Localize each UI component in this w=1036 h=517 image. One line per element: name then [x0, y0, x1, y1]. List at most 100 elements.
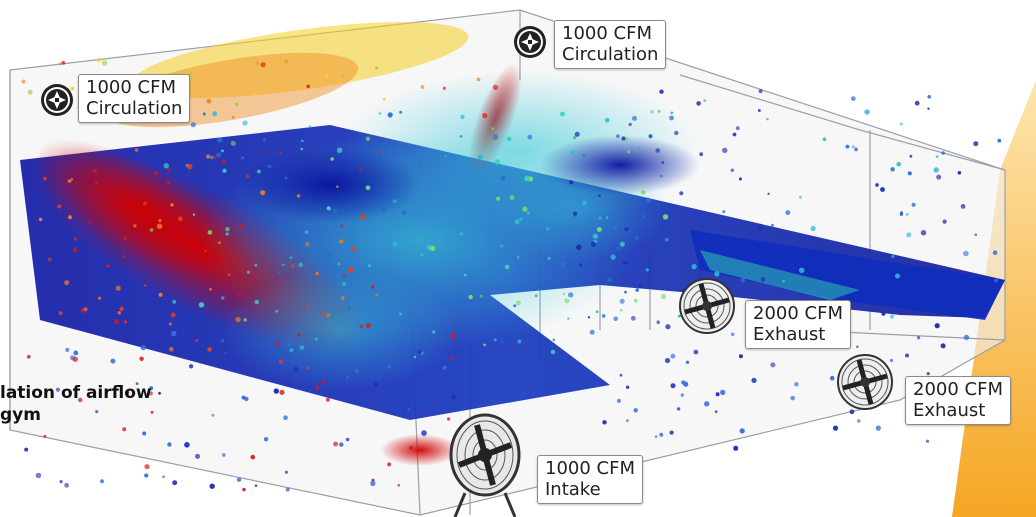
particle — [468, 294, 473, 300]
label-flow-rate: 1000 CFM — [545, 458, 635, 479]
particle — [451, 394, 456, 400]
particle — [564, 298, 570, 304]
particle — [590, 241, 597, 248]
particle — [907, 171, 912, 176]
particle — [568, 292, 574, 298]
particle — [735, 126, 740, 131]
particle — [216, 152, 222, 158]
particle — [519, 265, 523, 269]
particle — [514, 219, 520, 225]
particle — [235, 102, 239, 107]
particle — [771, 223, 774, 227]
particle — [493, 338, 497, 342]
particle — [864, 109, 870, 115]
particle — [35, 472, 42, 479]
particle — [782, 279, 785, 283]
particle — [59, 480, 63, 484]
particle — [596, 227, 602, 232]
particle — [732, 132, 737, 137]
particle — [243, 318, 247, 322]
particle — [163, 163, 169, 169]
particle — [225, 232, 229, 236]
particle — [691, 264, 697, 270]
particle — [238, 223, 243, 229]
particle — [757, 225, 764, 231]
particle — [573, 216, 577, 219]
particle — [287, 382, 290, 386]
particle — [57, 204, 62, 209]
particle — [527, 134, 533, 140]
particle — [917, 336, 921, 340]
particle — [330, 157, 334, 161]
particle — [738, 354, 743, 359]
particle — [117, 311, 121, 315]
particle — [358, 167, 363, 172]
particle — [246, 174, 250, 178]
particle — [139, 356, 144, 361]
particle — [170, 203, 174, 207]
particle — [278, 151, 283, 155]
particle — [459, 232, 463, 236]
particle — [424, 411, 427, 415]
particle — [325, 282, 329, 286]
particle — [676, 407, 681, 411]
particle — [144, 284, 147, 287]
particle — [321, 312, 327, 317]
particle — [231, 115, 235, 119]
particle — [516, 255, 520, 259]
particle — [58, 62, 62, 66]
particle — [587, 178, 591, 181]
particle — [198, 302, 205, 308]
particle — [822, 137, 827, 142]
circulation-fan-icon — [514, 26, 546, 58]
particle — [925, 439, 930, 443]
particle — [351, 246, 357, 252]
particle — [307, 304, 311, 308]
particle — [522, 206, 528, 212]
particle — [598, 216, 602, 220]
particle — [899, 122, 903, 126]
particle — [305, 242, 310, 247]
particle — [592, 233, 598, 239]
particle — [300, 139, 304, 143]
particle — [856, 345, 859, 349]
particle — [235, 316, 241, 323]
particle — [620, 308, 623, 312]
particle — [261, 150, 264, 153]
particle — [895, 273, 900, 279]
particle — [370, 480, 376, 487]
particle — [314, 337, 318, 341]
particle — [242, 120, 248, 126]
particle — [149, 228, 154, 232]
particle — [504, 264, 510, 270]
particle — [21, 79, 26, 84]
particle — [101, 60, 108, 66]
particle — [634, 235, 639, 241]
particle — [616, 134, 620, 138]
particle — [207, 347, 212, 352]
particle — [420, 253, 424, 257]
particle — [500, 340, 504, 344]
particle — [327, 253, 331, 257]
particle — [625, 261, 629, 265]
particle — [739, 428, 745, 434]
particle — [342, 273, 346, 277]
particle — [133, 224, 137, 228]
particle — [905, 213, 909, 216]
particle — [167, 167, 172, 172]
caption-line-1: lation of airflow — [0, 383, 152, 403]
particle — [287, 343, 292, 347]
particle — [70, 178, 74, 181]
particle — [483, 343, 486, 347]
particle — [65, 347, 70, 352]
particle — [365, 323, 372, 329]
particle — [933, 167, 939, 173]
particle — [110, 358, 116, 364]
circulation-label-left: 1000 CFM Circulation — [78, 74, 191, 123]
particle — [574, 131, 580, 137]
particle — [909, 154, 913, 158]
particle — [218, 241, 222, 245]
particle — [637, 146, 642, 150]
particle — [220, 296, 225, 300]
particle — [534, 294, 538, 298]
